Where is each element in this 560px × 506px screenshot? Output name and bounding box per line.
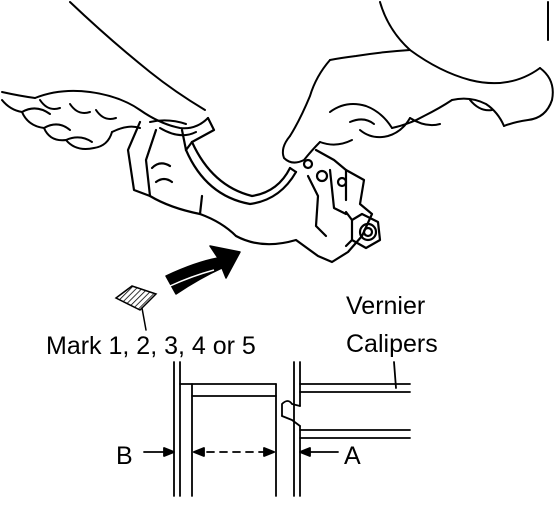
bearing-cap-illustration	[126, 116, 382, 264]
right-hand-illustration	[281, 1, 554, 164]
caliper-section-drawing	[143, 361, 411, 497]
mark-symbol	[114, 285, 158, 331]
left-hand-illustration	[1, 1, 209, 150]
vernier-label-line1: Vernier	[346, 292, 425, 320]
direction-arrow	[165, 245, 241, 295]
dimension-b-label: B	[116, 442, 133, 470]
mark-label: Mark 1, 2, 3, 4 or 5	[46, 332, 256, 360]
vernier-label-line2: Calipers	[346, 330, 438, 358]
dimension-a-label: A	[344, 442, 361, 470]
